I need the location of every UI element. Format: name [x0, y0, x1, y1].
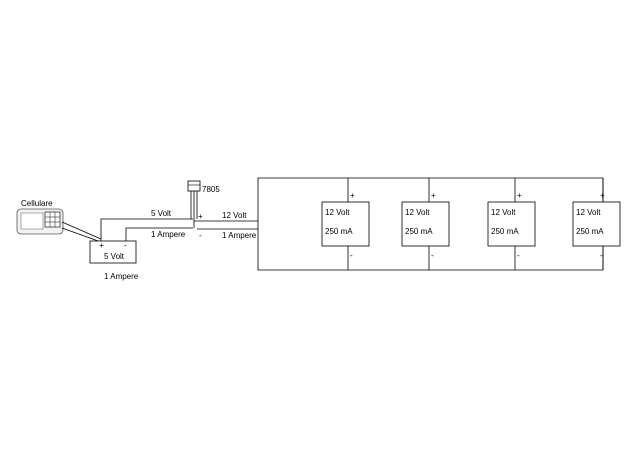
- wire-label-top-right: 12 Volt: [222, 211, 247, 220]
- load-box: [572, 201, 621, 247]
- load-voltage: 12 Volt: [491, 208, 516, 217]
- regulator: 7805 + -: [187, 180, 220, 240]
- load-1: 12 Volt 250 mA + -: [321, 178, 370, 270]
- regulator-label: 7805: [202, 185, 220, 194]
- load-box: [401, 201, 450, 247]
- regulator-minus: -: [199, 231, 202, 240]
- source-minus: -: [124, 241, 127, 250]
- load-voltage: 12 Volt: [325, 208, 350, 217]
- wire-positive: [100, 218, 193, 241]
- load-voltage: 12 Volt: [576, 208, 601, 217]
- source-voltage: 5 Volt: [104, 252, 125, 261]
- wire-label-top-left: 5 Volt: [151, 209, 172, 218]
- load-minus: -: [350, 251, 353, 260]
- load-current: 250 mA: [491, 227, 519, 236]
- load-plus: +: [600, 191, 605, 200]
- load-plus: +: [517, 191, 522, 200]
- phone-icon: [16, 208, 64, 235]
- load-voltage: 12 Volt: [405, 208, 430, 217]
- load-box: [487, 201, 536, 247]
- phone-label: Cellulare: [21, 199, 53, 208]
- power-source: + - 5 Volt 1 Ampere: [89, 240, 139, 281]
- load-minus: -: [431, 251, 434, 260]
- source-current: 1 Ampere: [104, 272, 139, 281]
- regulator-plus: +: [198, 212, 203, 221]
- load-plus: +: [350, 191, 355, 200]
- load-current: 250 mA: [325, 227, 353, 236]
- phone: Cellulare: [16, 199, 64, 235]
- regulator-body: [187, 180, 201, 192]
- load-4: 12 Volt 250 mA + -: [572, 178, 621, 270]
- source-plus: +: [99, 241, 104, 250]
- load-minus: -: [600, 251, 603, 260]
- load-3: 12 Volt 250 mA + -: [487, 178, 536, 270]
- load-current: 250 mA: [576, 227, 604, 236]
- wire-negative: [125, 227, 193, 241]
- wire-label-bottom-left: 1 Ampere: [151, 230, 186, 239]
- load-2: 12 Volt 250 mA + -: [401, 178, 450, 270]
- phone-cable: [61, 221, 102, 240]
- phone-cable: [61, 227, 102, 243]
- load-current: 250 mA: [405, 227, 433, 236]
- load-plus: +: [431, 191, 436, 200]
- load-box: [321, 201, 370, 247]
- wire-label-bottom-right: 1 Ampere: [222, 231, 257, 240]
- power-source-box: [89, 240, 137, 264]
- load-minus: -: [517, 251, 520, 260]
